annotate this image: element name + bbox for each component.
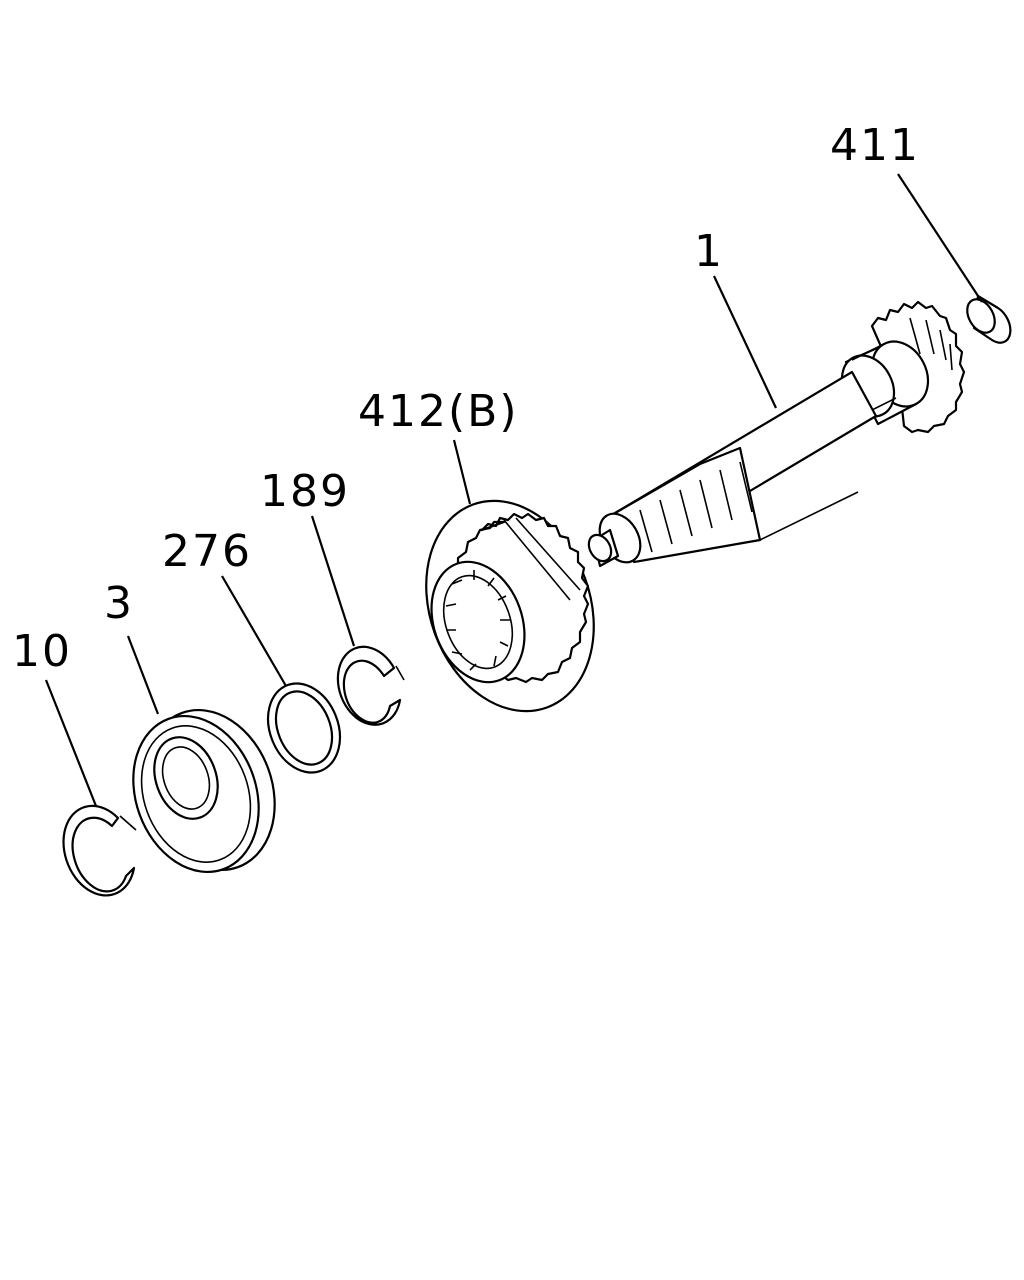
leader-3 (126, 635, 160, 715)
callout-1: 1 (694, 226, 724, 277)
callout-3: 3 (104, 578, 134, 629)
part-411-plug (966, 294, 1012, 344)
callout-412: 412(B) (358, 386, 519, 437)
leader-412 (452, 439, 472, 505)
part-276-washer (266, 682, 342, 774)
shaft-body (587, 370, 878, 568)
leader-189 (310, 515, 356, 647)
part-3-bearing (132, 708, 276, 874)
callout-411: 411 (830, 120, 920, 171)
part-412-gear (425, 499, 595, 713)
callout-labels: 411 1 412(B) 189 276 3 10 (12, 120, 920, 677)
leader-lines (44, 173, 983, 807)
leader-276 (221, 575, 287, 687)
callout-189: 189 (260, 466, 350, 517)
leader-10 (44, 679, 98, 807)
leader-1 (713, 275, 777, 409)
leader-411 (897, 173, 983, 303)
part-10-snap-ring (62, 804, 137, 897)
callout-10: 10 (12, 626, 72, 677)
part-1-spline-shaft (587, 300, 966, 568)
gear-face (430, 512, 590, 684)
callout-276: 276 (162, 526, 252, 577)
part-189-snap-ring (336, 645, 405, 726)
